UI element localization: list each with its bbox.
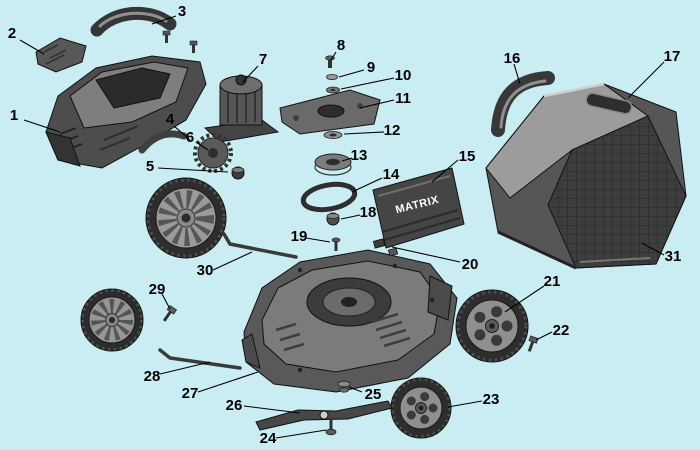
part-gear xyxy=(193,133,233,173)
part-pulley xyxy=(314,153,352,176)
part-label-22: 22 xyxy=(553,322,570,339)
part-motor xyxy=(203,74,280,143)
part-upper-cover xyxy=(45,55,207,169)
part-label-28: 28 xyxy=(144,368,161,385)
part-washer-9 xyxy=(326,74,338,81)
part-label-29: 29 xyxy=(149,281,166,298)
part-drive-belt xyxy=(300,181,358,213)
part-label-12: 12 xyxy=(384,122,401,139)
part-label-16: 16 xyxy=(504,50,521,67)
part-cable-clips xyxy=(372,238,399,257)
part-small-cover xyxy=(35,37,87,73)
part-screw-8 xyxy=(325,55,335,68)
part-label-18: 18 xyxy=(360,204,377,221)
part-grass-box xyxy=(485,82,687,270)
part-label-17: 17 xyxy=(664,48,681,65)
part-blade-bolt xyxy=(325,418,337,436)
part-label-4: 4 xyxy=(166,111,175,128)
part-label-9: 9 xyxy=(367,59,375,76)
part-belt-guard xyxy=(138,130,188,154)
part-wheel-rear-left xyxy=(390,377,452,439)
part-axle-rod-rear xyxy=(158,348,242,370)
part-label-5: 5 xyxy=(146,158,154,175)
part-deck-plate xyxy=(279,89,381,135)
part-chassis-deck xyxy=(241,249,458,393)
fastener-screws-top xyxy=(162,30,198,53)
part-rear-flap: MATRIX xyxy=(372,167,465,249)
part-label-30: 30 xyxy=(197,262,214,279)
part-washer-12 xyxy=(323,130,343,139)
part-label-10: 10 xyxy=(395,67,412,84)
part-label-15: 15 xyxy=(459,148,476,165)
part-label-21: 21 xyxy=(544,273,561,290)
grass-box-handle-slot xyxy=(585,92,633,115)
part-wheel-mid-left xyxy=(80,288,144,352)
part-wheel-front-left xyxy=(145,177,227,259)
part-label-1: 1 xyxy=(10,107,18,124)
part-blade xyxy=(255,400,393,431)
part-label-19: 19 xyxy=(291,228,308,245)
part-handle-grip-right xyxy=(491,71,555,137)
part-label-20: 20 xyxy=(462,256,479,273)
part-screw-22 xyxy=(527,335,539,352)
part-label-14: 14 xyxy=(383,166,400,183)
part-wheel-rear-right xyxy=(455,289,529,363)
part-labels: 1 2 3 4 5 6 7 8 9 10 11 12 13 14 15 16 1… xyxy=(8,3,682,447)
part-washer-10 xyxy=(326,86,340,94)
part-spacer-small xyxy=(231,166,245,180)
part-label-2: 2 xyxy=(8,25,16,42)
part-label-27: 27 xyxy=(182,385,199,402)
part-label-13: 13 xyxy=(351,147,368,164)
part-label-3: 3 xyxy=(178,3,186,20)
part-label-25: 25 xyxy=(365,386,382,403)
part-label-8: 8 xyxy=(337,37,345,54)
part-label-24: 24 xyxy=(260,430,277,447)
part-axle-rod-front xyxy=(222,232,298,259)
part-label-23: 23 xyxy=(483,391,500,408)
part-label-26: 26 xyxy=(226,397,243,414)
part-label-11: 11 xyxy=(395,90,411,107)
part-screw-19 xyxy=(331,237,341,251)
leader-lines xyxy=(19,15,665,439)
part-blade-washers xyxy=(337,380,351,393)
part-bearing-18 xyxy=(326,212,340,226)
part-label-31: 31 xyxy=(665,248,682,265)
part-label-6: 6 xyxy=(186,129,194,146)
part-label-7: 7 xyxy=(259,51,267,68)
